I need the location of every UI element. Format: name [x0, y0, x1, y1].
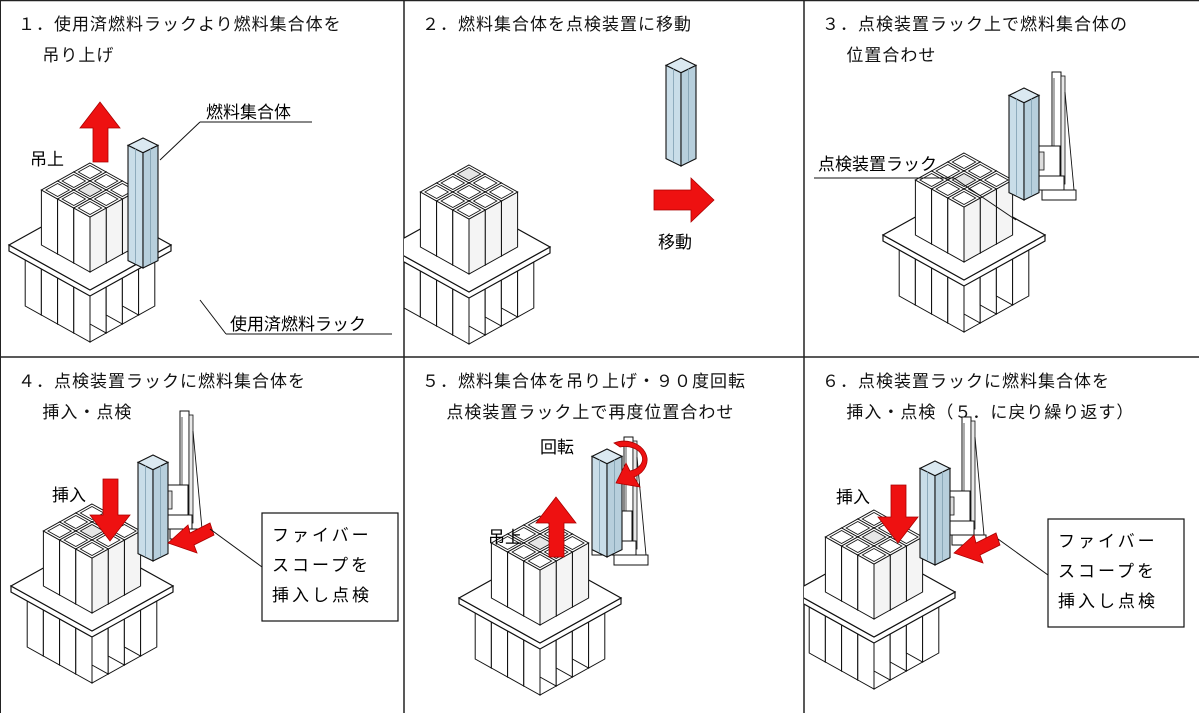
assembly-label: 燃料集合体: [206, 103, 291, 123]
step-1-title: １．使用済燃料ラックより燃料集合体を 吊り上げ: [18, 10, 342, 72]
step-5-illustration: 回転 吊上: [457, 436, 649, 696]
rack-leader-line: [199, 299, 227, 335]
step-3-title: ３．点検装置ラック上で燃料集合体の 位置合わせ: [822, 10, 1128, 72]
move-label: 移動: [658, 233, 692, 253]
rack-cell: [72, 198, 108, 273]
rack-legs: [24, 259, 156, 343]
fuel-assembly: [664, 57, 698, 167]
step-2-panel: ２．燃料集合体を点検装置に移動 移動: [404, 0, 804, 357]
step-4-title-line-2: 挿入・点検: [18, 403, 133, 423]
step-6-illustration: 挿入 ファイバー スコープを 挿入し点検: [804, 416, 1185, 690]
step-4-illustration: 挿入 ファイバー スコープを 挿入し点検: [9, 410, 399, 684]
lift-label: 吊上: [30, 150, 64, 170]
inspection-rack: [804, 509, 957, 690]
step-5-title-line-2: 点検装置ラック上で再度位置合わせ: [422, 403, 735, 423]
fiberscope-callout-box: [261, 512, 399, 622]
inspection-rack: [881, 152, 1047, 333]
step-3-panel: ３．点検装置ラック上で燃料集合体の 位置合わせ 点検装置ラック: [804, 0, 1199, 357]
step-5-title: ５．燃料集合体を吊り上げ・９０度回転 点検装置ラック上で再度位置合わせ: [422, 367, 746, 429]
fiberscope-arrow: [167, 522, 215, 554]
callout-line-3: 挿入し点検: [272, 586, 372, 606]
step-1-title-line-2: 吊り上げ: [18, 46, 115, 66]
rack-cell: [856, 545, 892, 620]
fuel-assembly: [918, 460, 952, 566]
step-1-title-line-1: １．使用済燃料ラックより燃料集合体を: [18, 15, 342, 35]
fuel-assembly: [590, 448, 624, 558]
rack-cell: [946, 188, 982, 263]
callout-line-2: スコープを: [1058, 562, 1157, 582]
inspection-rack: [9, 503, 175, 684]
step-3-title-line-1: ３．点検装置ラック上で燃料集合体の: [822, 15, 1128, 35]
rack-legs: [26, 600, 158, 684]
rack-label: 使用済燃料ラック: [230, 314, 366, 335]
step-3-title-line-2: 位置合わせ: [822, 46, 937, 66]
inspection-rack: [457, 515, 623, 696]
fiberscope-callout-box: [1047, 518, 1185, 628]
rotate-label: 回転: [540, 438, 574, 458]
callout-line-3: 挿入し点検: [1058, 592, 1158, 612]
step-6-title: ６．点検装置ラックに燃料集合体を 挿入・点検（５．に戻り繰り返す）: [822, 367, 1134, 429]
fuel-assembly: [136, 454, 170, 562]
inspection-rack-label: 点検装置ラック: [818, 155, 937, 175]
inspection-rack-leader-diagonal: [953, 177, 1017, 221]
rack-cell: [522, 551, 558, 626]
rack-cell: [451, 200, 487, 275]
callout-leader-line: [997, 538, 1049, 576]
step-2-illustration: 移動: [404, 57, 715, 345]
step-4-title-line-1: ４．点検装置ラックに燃料集合体を: [18, 372, 306, 392]
lift-label: 吊上: [488, 528, 522, 548]
move-right-arrow: [653, 177, 715, 223]
rotate-arrow: [613, 440, 648, 488]
step-1-illustration: 燃料集合体 吊上 使用済燃料ラック: [7, 101, 392, 343]
callout-leader-line: [209, 528, 263, 568]
spent-fuel-rack: [404, 164, 552, 345]
step-6-panel: ６．点検装置ラックに燃料集合体を 挿入・点検（５．に戻り繰り返す） 挿入 ファイ…: [804, 357, 1199, 713]
insert-label: 挿入: [836, 488, 870, 508]
step-2-title-line-1: ２．燃料集合体を点検装置に移動: [422, 15, 692, 35]
callout-line-1: ファイバー: [1058, 532, 1158, 552]
insert-down-arrow: [89, 478, 131, 542]
fuel-assembly: [126, 137, 160, 269]
insert-label: 挿入: [52, 486, 86, 506]
step-3-illustration: 点検装置ラック: [814, 71, 1077, 333]
step-2-title: ２．燃料集合体を点検装置に移動: [422, 10, 692, 41]
step-6-title-line-1: ６．点検装置ラックに燃料集合体を: [822, 372, 1110, 392]
step-5-title-line-1: ５．燃料集合体を吊り上げ・９０度回転: [422, 372, 746, 392]
callout-line-1: ファイバー: [272, 526, 372, 546]
lift-up-arrow: [79, 101, 121, 163]
step-4-panel: ４．点検装置ラックに燃料集合体を 挿入・点検 挿入 ファイバー スコープを 挿入…: [0, 357, 404, 713]
rack-cell: [74, 539, 110, 614]
step-6-title-line-2: 挿入・点検（５．に戻り繰り返す）: [822, 403, 1135, 423]
rack-legs: [404, 261, 535, 345]
step-1-panel: １．使用済燃料ラックより燃料集合体を 吊り上げ 燃料集合体 吊上 使用済燃料ラッ…: [0, 0, 404, 357]
callout-line-2: スコープを: [272, 556, 371, 576]
insert-down-arrow: [877, 484, 919, 544]
step-4-title: ４．点検装置ラックに燃料集合体を 挿入・点検: [18, 367, 306, 429]
fuel-assembly: [1007, 87, 1041, 201]
assembly-leader-line: [159, 121, 201, 161]
step-5-panel: ５．燃料集合体を吊り上げ・９０度回転 点検装置ラック上で再度位置合わせ 回転 吊…: [404, 357, 804, 713]
lift-up-arrow: [535, 496, 577, 558]
